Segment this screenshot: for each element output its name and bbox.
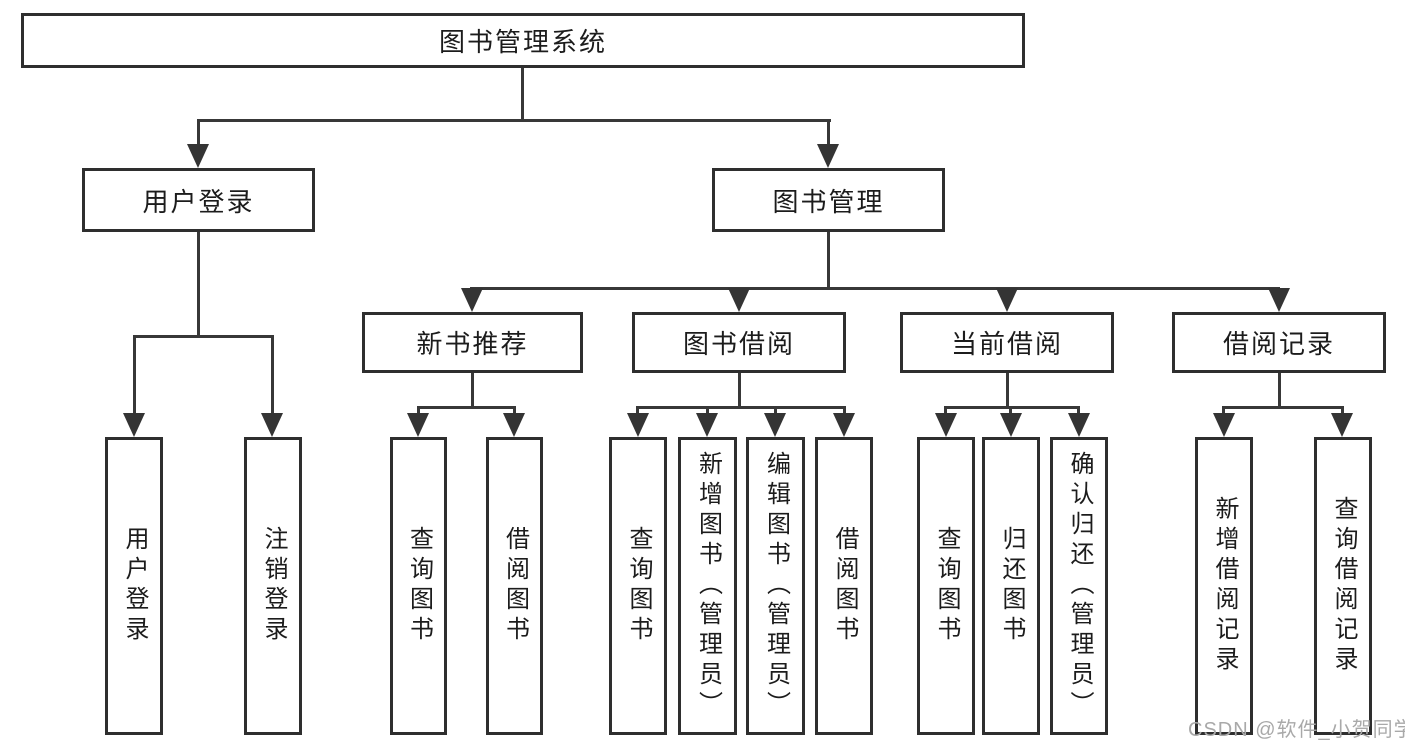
arrow-down-icon <box>1268 288 1290 312</box>
node-label: 查询图书 <box>933 526 960 646</box>
leaf-user-login: 用户登录 <box>105 437 163 735</box>
node-label: 查询图书 <box>405 526 433 646</box>
leaf-borrow-add-books-admin: 新增图书（管理员） <box>678 437 737 735</box>
node-label: 确认归还（管理员） <box>1066 451 1093 721</box>
arrow-down-icon <box>696 413 718 437</box>
connector-level2-hline <box>197 119 831 122</box>
arrow-down-icon <box>1068 413 1090 437</box>
connector-leaf-stem <box>944 406 947 416</box>
connector-leaf-stem <box>706 406 709 416</box>
arrow-down-icon <box>833 413 855 437</box>
node-label: 查询借阅记录 <box>1330 496 1357 676</box>
connector-current-stem <box>1006 373 1009 409</box>
connector-leaf-stem <box>271 335 274 417</box>
arrow-down-icon <box>503 413 525 437</box>
node-label: 图书管理 <box>772 186 885 217</box>
connector-leaf-stem <box>774 406 777 416</box>
node-label: 注销登录 <box>260 526 287 646</box>
connector-borrow-stem <box>738 373 741 409</box>
arrow-down-icon <box>764 413 786 437</box>
node-user-login: 用户登录 <box>82 168 315 232</box>
node-borrow-records: 借阅记录 <box>1172 312 1386 373</box>
arrow-down-icon <box>1213 413 1235 437</box>
node-label: 归还图书 <box>998 526 1025 646</box>
leaf-recommend-borrow-books: 借阅图书 <box>486 437 543 735</box>
node-label: 用户登录 <box>142 186 255 217</box>
arrow-down-icon <box>728 288 750 312</box>
connector-leaf-stem <box>636 406 639 416</box>
connector-current-hline <box>945 406 1080 409</box>
connector-records-hline <box>1223 406 1344 409</box>
node-label: 借阅图书 <box>501 526 529 646</box>
node-label: 新增图书（管理员） <box>694 451 722 721</box>
arrow-down-icon <box>817 144 839 168</box>
connector-leaf-stem <box>1077 406 1080 416</box>
connector-leaf-stem <box>1341 406 1344 416</box>
connector-user-login-stem <box>197 119 200 147</box>
connector-leaf-stem <box>843 406 846 416</box>
arrow-down-icon <box>461 288 483 312</box>
connector-book-mgmt-stem <box>827 119 830 147</box>
node-label: 新书推荐 <box>416 329 529 359</box>
node-library-system: 图书管理系统 <box>21 13 1025 68</box>
node-label: 编辑图书（管理员） <box>762 451 790 721</box>
leaf-logout: 注销登录 <box>244 437 302 735</box>
leaf-borrow-borrow-books: 借阅图书 <box>815 437 873 735</box>
node-label: 查询图书 <box>625 526 652 646</box>
arrow-down-icon <box>187 144 209 168</box>
node-book-mgmt: 图书管理 <box>712 168 945 232</box>
arrow-down-icon <box>123 413 145 437</box>
leaf-current-return-books: 归还图书 <box>982 437 1040 735</box>
connector-mgmt-branch-stem <box>827 232 830 290</box>
node-label: 借阅图书 <box>831 526 858 646</box>
node-book-borrow: 图书借阅 <box>632 312 846 373</box>
connector-leaf-stem <box>1009 406 1012 416</box>
connector-leaf-stem <box>1222 406 1225 416</box>
node-label: 新增借阅记录 <box>1211 496 1238 676</box>
connector-leaf-stem <box>133 335 136 417</box>
node-current-borrow: 当前借阅 <box>900 312 1114 373</box>
arrow-down-icon <box>1331 413 1353 437</box>
connector-level3-hline <box>470 287 1280 290</box>
leaf-recommend-query-books: 查询图书 <box>390 437 447 735</box>
connector-leaf-stem <box>417 406 420 416</box>
connector-recommend-stem <box>471 373 474 409</box>
arrow-down-icon <box>935 413 957 437</box>
node-label: 图书管理系统 <box>438 27 607 57</box>
arrow-down-icon <box>407 413 429 437</box>
connector-records-stem <box>1278 373 1281 409</box>
connector-borrow-hline <box>636 406 846 409</box>
node-new-book-recommend: 新书推荐 <box>362 312 583 373</box>
connector-user-branch-hline <box>133 335 274 338</box>
arrow-down-icon <box>996 288 1018 312</box>
leaf-borrow-query-books: 查询图书 <box>609 437 667 735</box>
node-label: 用户登录 <box>121 526 148 646</box>
arrow-down-icon <box>627 413 649 437</box>
leaf-records-add-record: 新增借阅记录 <box>1195 437 1253 735</box>
connector-user-branch-stem <box>197 232 200 338</box>
node-label: 图书借阅 <box>682 329 795 359</box>
connector-root-stem <box>521 68 524 122</box>
leaf-borrow-edit-books-admin: 编辑图书（管理员） <box>746 437 805 735</box>
watermark: CSDN @软件_小贺同学 <box>1188 719 1405 741</box>
node-label: 当前借阅 <box>950 329 1063 359</box>
arrow-down-icon <box>1000 413 1022 437</box>
connector-leaf-stem <box>513 406 516 416</box>
leaf-records-query-record: 查询借阅记录 <box>1314 437 1372 735</box>
leaf-current-confirm-return-admin: 确认归还（管理员） <box>1050 437 1108 735</box>
arrow-down-icon <box>261 413 283 437</box>
connector-recommend-hline <box>417 406 516 409</box>
leaf-current-query-books: 查询图书 <box>917 437 975 735</box>
node-label: 借阅记录 <box>1222 329 1335 359</box>
